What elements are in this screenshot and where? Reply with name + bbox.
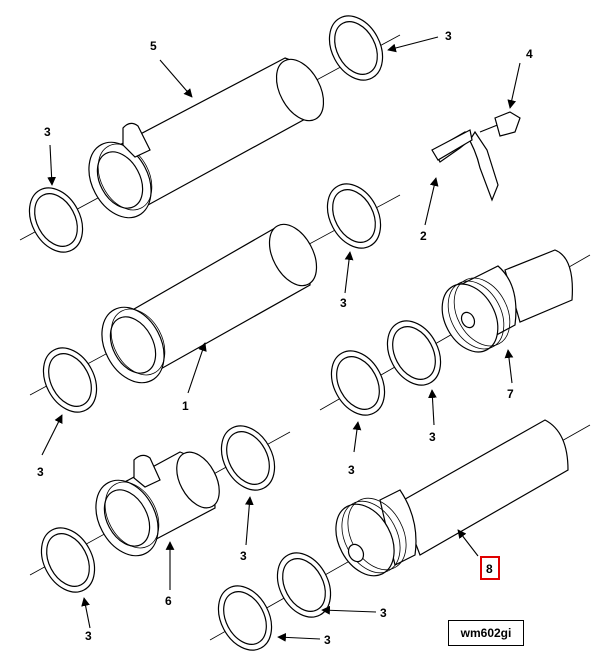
callout-3: 3 bbox=[429, 430, 436, 444]
callout-3: 3 bbox=[380, 606, 387, 620]
part-7-piston bbox=[319, 249, 591, 411]
part-1-sleeve bbox=[29, 194, 401, 396]
callout-3: 3 bbox=[348, 463, 355, 477]
callout-3: 3 bbox=[85, 629, 92, 643]
part-8-piston-rod bbox=[209, 419, 591, 641]
part-6-sleeve bbox=[29, 431, 291, 576]
highlight-box-callout-8 bbox=[480, 556, 500, 580]
callout-6: 6 bbox=[165, 594, 172, 608]
callout-8: 8 bbox=[486, 562, 493, 576]
callout-3: 3 bbox=[37, 465, 44, 479]
leader-arrows bbox=[41, 36, 521, 642]
callout-3: 3 bbox=[324, 633, 331, 647]
figure-id-label: wm602gi bbox=[448, 620, 524, 646]
callout-3: 3 bbox=[445, 29, 452, 43]
callout-4: 4 bbox=[526, 47, 533, 61]
part-2-fork bbox=[431, 129, 499, 202]
callout-3: 3 bbox=[240, 549, 247, 563]
callout-5: 5 bbox=[150, 39, 157, 53]
callout-1: 1 bbox=[182, 399, 189, 413]
callout-labels: 5 3 3 4 2 3 1 7 3 3 3 3 6 3 3 3 3 8 bbox=[37, 29, 533, 647]
part-4-bolt bbox=[479, 111, 521, 137]
callout-2: 2 bbox=[420, 229, 427, 243]
callout-3: 3 bbox=[44, 125, 51, 139]
callout-3: 3 bbox=[340, 296, 347, 310]
part-5-sleeve bbox=[19, 34, 401, 241]
callout-7: 7 bbox=[507, 387, 514, 401]
